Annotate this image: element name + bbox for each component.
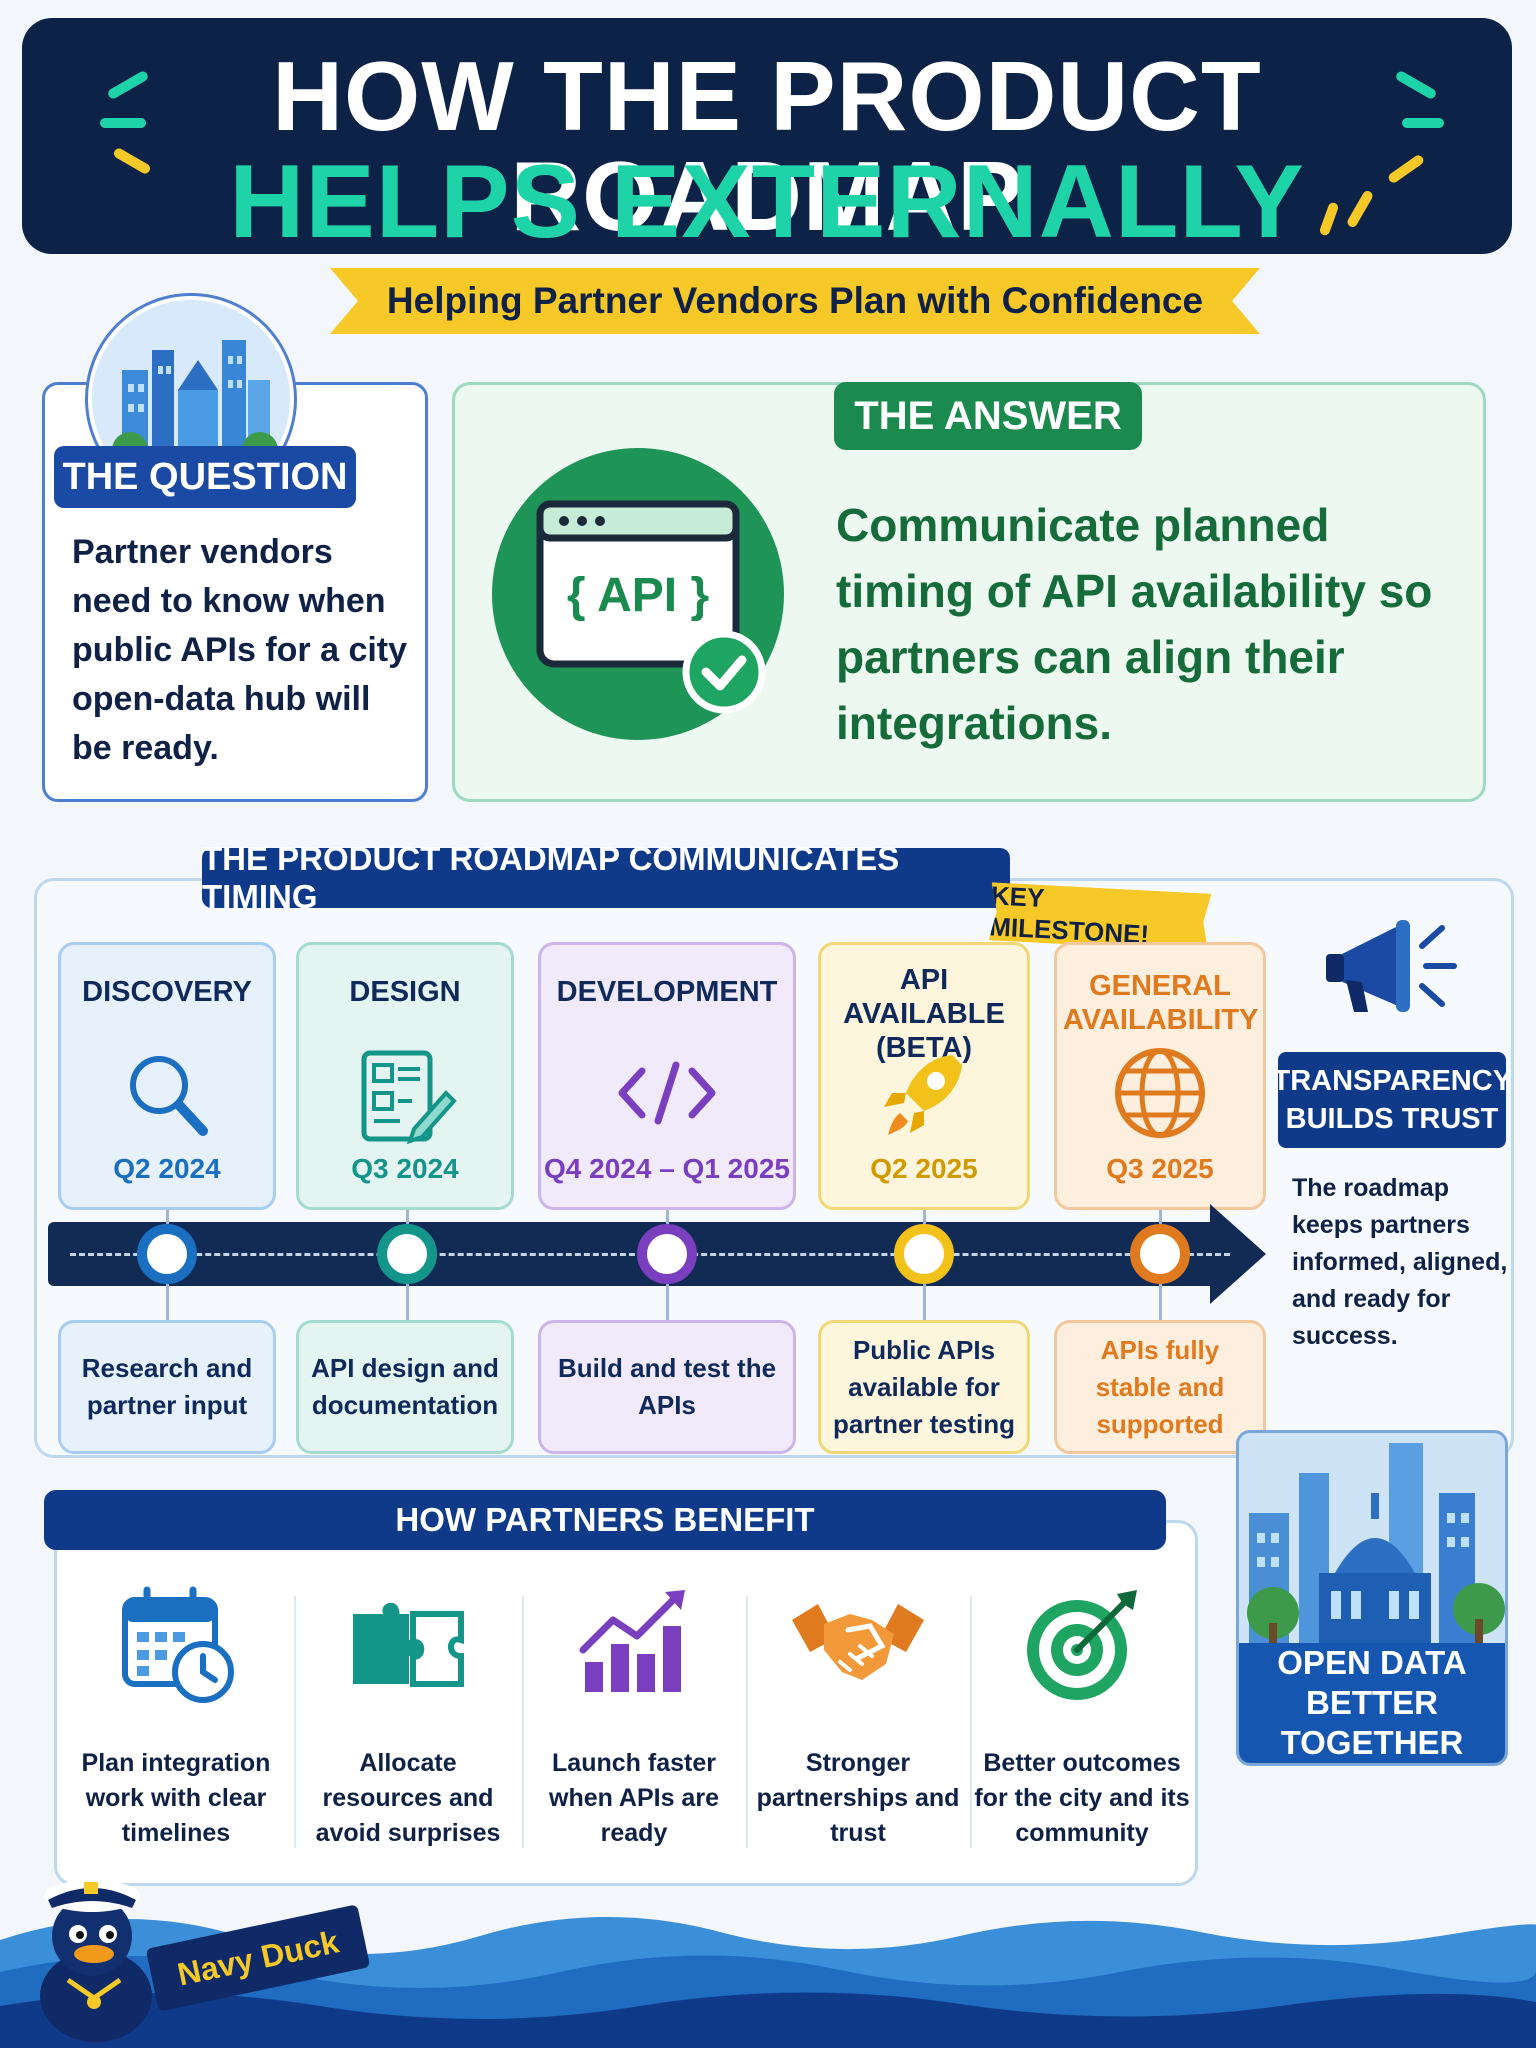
timeline-stem <box>166 1284 169 1320</box>
timeline-stem <box>923 1210 926 1224</box>
benefit-text: Plan integration work with clear timelin… <box>81 1749 271 1847</box>
benefit-item: Launch faster when APIs are ready <box>524 1580 744 1860</box>
phase-description: Research and partner input <box>58 1320 276 1454</box>
benefit-text: Allocate resources and avoid surprises <box>315 1749 501 1847</box>
trust-label: TRANSPARENCY BUILDS TRUST <box>1273 1052 1512 1148</box>
handshake-icon <box>788 1580 928 1715</box>
answer-label: THE ANSWER <box>834 382 1142 450</box>
timeline-stem <box>666 1284 669 1320</box>
timeline-dot-development <box>637 1224 697 1284</box>
benefits-label: HOW PARTNERS BENEFIT <box>44 1490 1166 1550</box>
phase-name: DISCOVERY <box>82 976 252 1008</box>
calendar-clock-icon <box>111 1580 241 1715</box>
benefit-item: Plan integration work with clear timelin… <box>66 1580 286 1860</box>
api-icon-label: { API } <box>566 569 710 622</box>
target-icon <box>1017 1580 1147 1715</box>
subtitle-ribbon: Helping Partner Vendors Plan with Confid… <box>330 268 1260 334</box>
city-panel: OPEN DATA BETTER TOGETHER <box>1236 1430 1508 1766</box>
phase-description: API design and documentation <box>296 1320 514 1454</box>
puzzle-icon <box>343 1580 473 1715</box>
title-banner: HOW THE PRODUCT ROADMAP HELPS EXTERNALLY <box>22 18 1512 254</box>
wave-decoration <box>0 1917 1536 2048</box>
question-label: THE QUESTION <box>54 446 356 508</box>
timeline-stem <box>923 1284 926 1320</box>
benefit-divider <box>522 1596 524 1848</box>
timeline-dot-api-beta <box>894 1224 954 1284</box>
sparkle-decoration <box>1402 118 1444 128</box>
benefit-item: Stronger partnerships and trust <box>748 1580 968 1860</box>
phase-date: Q2 2025 <box>870 1153 978 1184</box>
phase-description: APIs fully stable and supported <box>1054 1320 1266 1454</box>
phase-card-api-beta: API AVAILABLE (BETA) Q2 2025 <box>818 942 1030 1210</box>
rocket-icon <box>874 1043 974 1148</box>
benefit-divider <box>970 1596 972 1848</box>
phase-date: Q3 2025 <box>1106 1153 1214 1184</box>
timeline-stem <box>666 1210 669 1224</box>
phase-card-design: DESIGN Q3 2024 <box>296 942 514 1210</box>
benefit-divider <box>294 1596 296 1848</box>
trust-text: The roadmap keeps partners informed, ali… <box>1292 1174 1508 1350</box>
phase-description: Public APIs available for partner testin… <box>818 1320 1030 1454</box>
navy-duck-mascot-icon <box>40 1880 152 2042</box>
phase-card-development: DEVELOPMENT Q4 2024 – Q1 2025 <box>538 942 796 1210</box>
benefit-item: Allocate resources and avoid surprises <box>298 1580 518 1860</box>
timeline-stem <box>406 1284 409 1320</box>
globe-icon <box>1110 1043 1210 1148</box>
phase-name: DESIGN <box>349 976 461 1008</box>
phase-card-general-availability: GENERAL AVAILABILITY Q3 2025 <box>1054 942 1266 1210</box>
timeline-dot-general-availability <box>1130 1224 1190 1284</box>
sparkle-decoration <box>100 118 146 128</box>
timeline-stem <box>406 1210 409 1224</box>
benefit-text: Stronger partnerships and trust <box>756 1749 960 1847</box>
megaphone-icon <box>1318 906 1468 1031</box>
benefit-text: Launch faster when APIs are ready <box>549 1749 719 1847</box>
title-line-1: HOW THE PRODUCT ROADMAP <box>272 41 1262 251</box>
benefits-frame <box>54 1520 1198 1886</box>
magnifier-icon <box>117 1043 217 1148</box>
code-icon <box>612 1043 722 1148</box>
phase-name: DEVELOPMENT <box>556 976 778 1008</box>
phase-date: Q2 2024 <box>113 1153 221 1184</box>
phase-date: Q4 2024 – Q1 2025 <box>544 1153 790 1184</box>
answer-text: Communicate planned timing of API availa… <box>836 499 1433 749</box>
phase-description: Build and test the APIs <box>538 1320 796 1454</box>
timeline-stem <box>1159 1284 1162 1320</box>
growth-chart-icon <box>569 1580 699 1715</box>
benefit-divider <box>746 1596 748 1848</box>
timeline-dot-design <box>377 1224 437 1284</box>
city-hall-icon <box>1247 1443 1505 1653</box>
api-window-icon: { API } <box>492 448 784 740</box>
benefit-text: Better outcomes for the city and its com… <box>974 1749 1190 1847</box>
roadmap-label: THE PRODUCT ROADMAP COMMUNICATES TIMING <box>202 840 1010 915</box>
phase-name: API AVAILABLE (BETA) <box>843 964 1005 1064</box>
phase-card-discovery: DISCOVERY Q2 2024 <box>58 942 276 1210</box>
city-caption: OPEN DATA BETTER TOGETHER <box>1239 1643 1505 1763</box>
phase-date: Q3 2024 <box>351 1153 459 1184</box>
timeline-stem <box>1159 1210 1162 1224</box>
benefit-item: Better outcomes for the city and its com… <box>972 1580 1192 1860</box>
timeline-dot-discovery <box>137 1224 197 1284</box>
phase-name: GENERAL AVAILABILITY <box>1063 970 1259 1036</box>
question-text: Partner vendors need to know when public… <box>72 533 408 767</box>
wireframe-pencil-icon <box>350 1043 460 1158</box>
title-line-2: HELPS EXTERNALLY <box>229 144 1305 260</box>
timeline-stem <box>166 1210 169 1224</box>
